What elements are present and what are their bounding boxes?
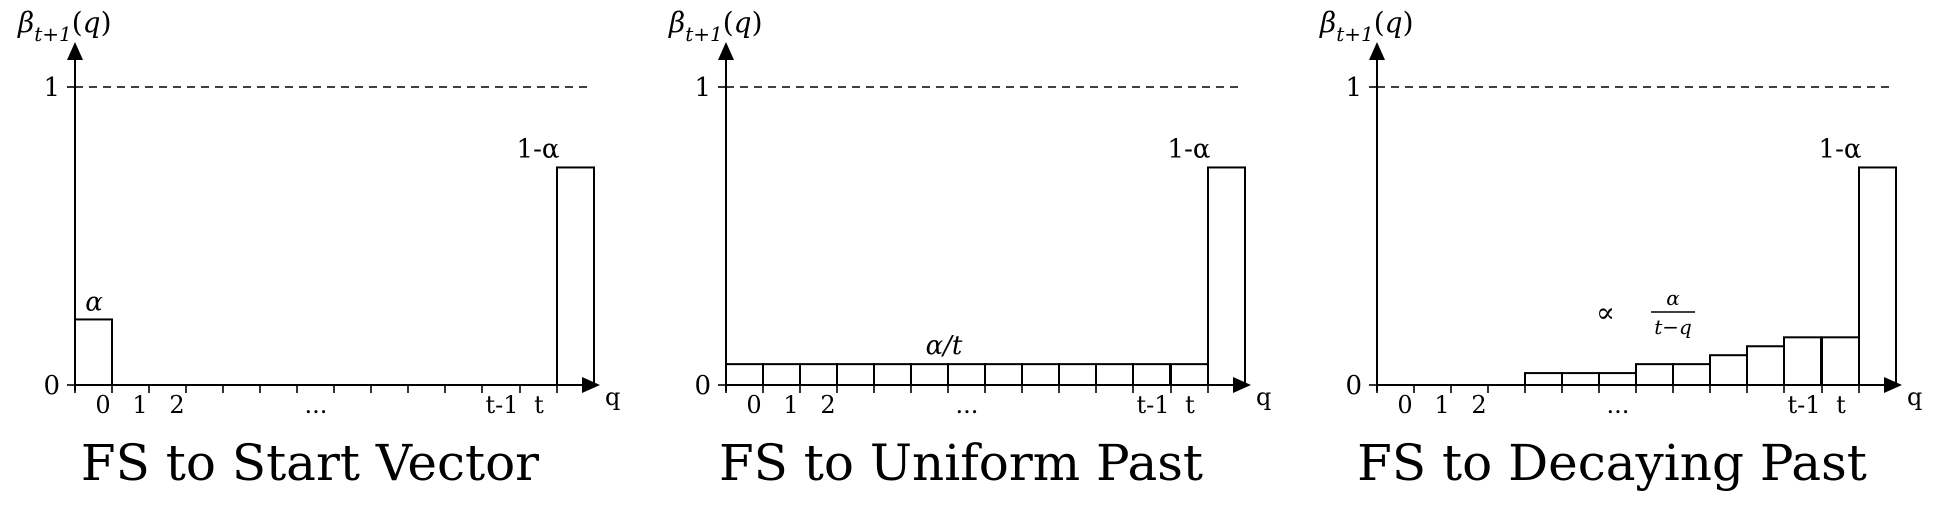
- x-tick-label: t: [534, 391, 544, 419]
- x-tick-label: ...: [305, 391, 328, 419]
- x-tick-label: t-1: [1136, 391, 1169, 419]
- x-tick-label: ...: [956, 391, 979, 419]
- svg-text:∝: ∝: [1596, 296, 1615, 329]
- y-tick-label: 0: [694, 371, 711, 401]
- x-tick-label: 0: [95, 391, 110, 419]
- x-tick-label: 2: [1471, 391, 1486, 419]
- bar-annotation: α/t: [926, 331, 963, 361]
- y-tick-label: 0: [1345, 371, 1362, 401]
- bar: [1598, 372, 1637, 386]
- y-axis-arrow: [718, 42, 734, 60]
- bar: [1132, 363, 1171, 387]
- bar: [1095, 363, 1134, 387]
- bar: [1672, 363, 1711, 387]
- x-axis-label: q: [1256, 383, 1271, 411]
- bar: [74, 318, 113, 386]
- bar: [984, 363, 1023, 387]
- y-axis-arrow: [1369, 42, 1385, 60]
- bar: [1709, 354, 1748, 387]
- y-tick-label: 1: [43, 73, 60, 103]
- y-axis-arrow: [67, 42, 83, 60]
- bar: [836, 363, 875, 387]
- x-tick-label: t: [1836, 391, 1846, 419]
- bar: [1207, 166, 1246, 386]
- x-tick-label: 1: [783, 391, 798, 419]
- bar-annotation: 1-α: [517, 134, 560, 164]
- bar: [1858, 166, 1897, 386]
- x-tick-label: t-1: [1787, 391, 1820, 419]
- y-tick-label: 0: [43, 371, 60, 401]
- bar: [910, 363, 949, 387]
- panel-title: FS to Uniform Past: [719, 434, 1203, 492]
- bar: [1783, 336, 1822, 387]
- bar: [762, 363, 801, 387]
- x-axis-label: q: [605, 383, 620, 411]
- y-tick-label: 1: [1345, 73, 1362, 103]
- bar: [799, 363, 838, 387]
- x-tick-label: 1: [132, 391, 147, 419]
- panel-title: FS to Start Vector: [81, 434, 539, 492]
- bar: [1058, 363, 1097, 387]
- svg-text:t−q: t−q: [1654, 315, 1692, 339]
- bar: [1821, 336, 1860, 387]
- y-axis-label: βt+1(q): [17, 6, 112, 46]
- panel-title: FS to Decaying Past: [1357, 434, 1867, 492]
- bar: [1021, 363, 1060, 387]
- x-axis-arrow: [582, 377, 600, 393]
- y-axis-label: βt+1(q): [668, 6, 763, 46]
- bar-annotation: α: [85, 287, 103, 317]
- x-tick-label: t: [1185, 391, 1195, 419]
- x-tick-label: 2: [820, 391, 835, 419]
- decay-annotation: ∝ α t−q: [1596, 286, 1695, 339]
- y-tick-label: 1: [694, 73, 711, 103]
- bar-annotation: 1-α: [1168, 134, 1211, 164]
- svg-text:α: α: [1666, 286, 1680, 310]
- bar: [873, 363, 912, 387]
- x-axis-label: q: [1907, 383, 1922, 411]
- x-tick-label: 0: [746, 391, 761, 419]
- x-tick-label: t-1: [485, 391, 518, 419]
- x-axis-arrow: [1884, 377, 1902, 393]
- bar: [1746, 345, 1785, 387]
- x-axis-arrow: [1233, 377, 1251, 393]
- x-tick-label: 1: [1434, 391, 1449, 419]
- x-tick-label: 0: [1397, 391, 1412, 419]
- x-tick-label: 2: [169, 391, 184, 419]
- bar: [1524, 372, 1563, 386]
- bar: [1561, 372, 1600, 386]
- bar: [725, 363, 764, 387]
- bar: [947, 363, 986, 387]
- bar-annotation: 1-α: [1819, 134, 1862, 164]
- bar: [1635, 363, 1674, 387]
- bar: [1170, 363, 1209, 387]
- y-axis-label: βt+1(q): [1319, 6, 1414, 46]
- bar: [556, 166, 595, 386]
- x-tick-label: ...: [1607, 391, 1630, 419]
